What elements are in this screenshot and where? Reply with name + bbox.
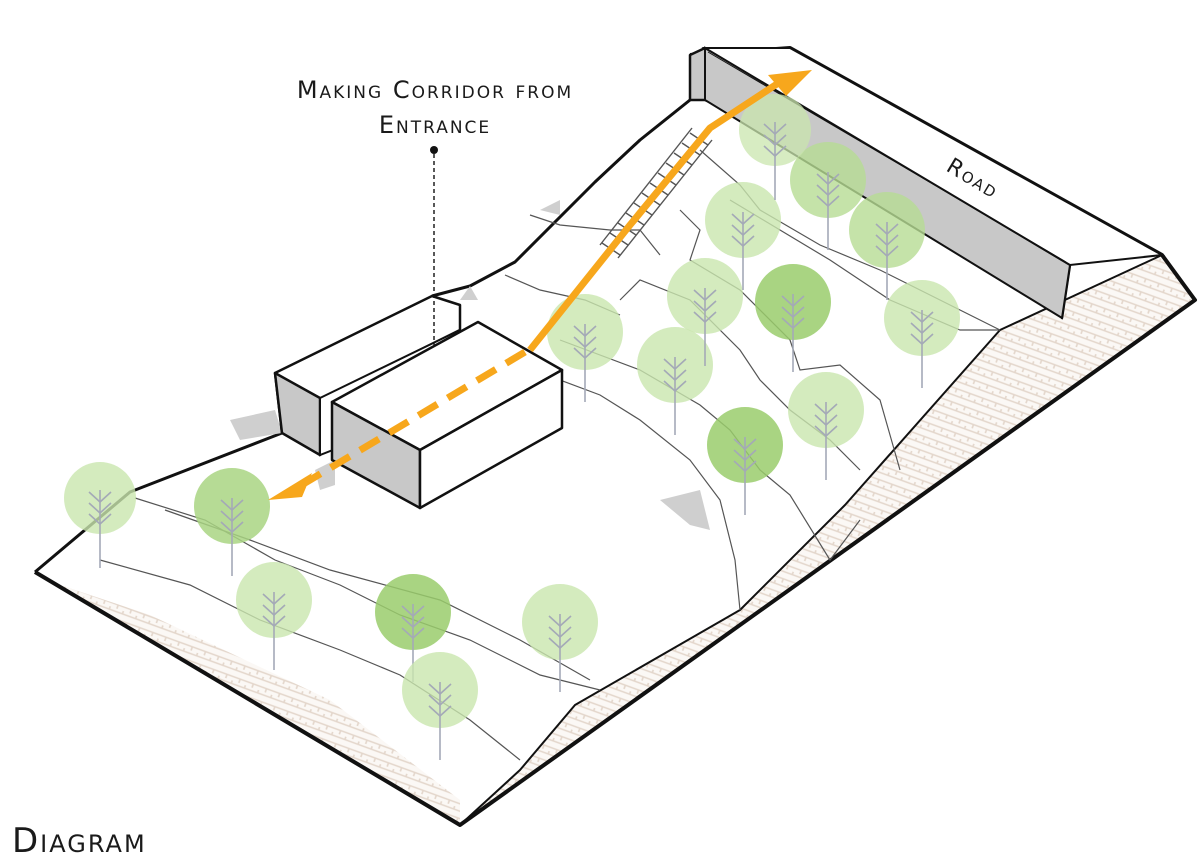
corridor-path xyxy=(268,70,812,500)
tree-icon xyxy=(402,652,478,761)
tree-icon xyxy=(790,142,866,251)
side-face-right xyxy=(460,255,1195,825)
tree-icon xyxy=(705,182,781,291)
tree-icon xyxy=(522,584,598,693)
shadows xyxy=(230,200,710,530)
arrow-icon xyxy=(768,70,812,96)
tree-icon xyxy=(755,264,831,373)
trees xyxy=(64,94,960,761)
tree-icon xyxy=(637,327,713,436)
corridor-dashed-line xyxy=(298,348,527,490)
corridor-arrow-uphill xyxy=(527,79,782,353)
leader-dot xyxy=(430,146,438,154)
terrain xyxy=(33,46,1197,827)
annotation: Making Corridor from Entrance xyxy=(297,76,573,345)
annotation-line-1: Making Corridor from xyxy=(297,76,573,104)
tree-icon xyxy=(667,258,743,367)
tree-icon xyxy=(739,94,811,201)
tree-icon xyxy=(375,574,451,683)
building-front xyxy=(330,320,564,510)
tree-icon xyxy=(547,294,623,403)
tree-icon xyxy=(64,462,136,569)
tree-icon xyxy=(884,280,960,389)
tree-icon xyxy=(707,407,783,516)
annotation-line-2: Entrance xyxy=(379,111,491,139)
tree-icon xyxy=(788,372,864,481)
tree-icon xyxy=(236,562,312,671)
tree-icon xyxy=(194,468,270,577)
arrow-icon xyxy=(268,473,312,500)
caption: Diagram xyxy=(12,821,147,861)
tree-icon xyxy=(849,192,925,301)
